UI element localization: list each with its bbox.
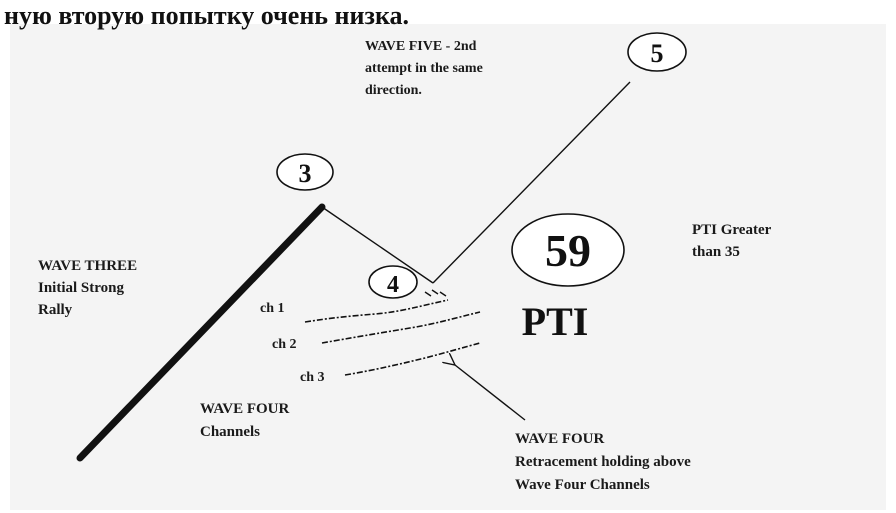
pti-note-line-2: than 35 — [692, 244, 740, 260]
pti-value-marker — [511, 213, 625, 287]
wave-four-retrace-note-line-1: WAVE FOUR — [515, 431, 604, 447]
wave-four-decline-line — [321, 206, 434, 284]
wave-five-note-line-3: direction. — [365, 83, 422, 98]
wave-3-marker — [276, 153, 334, 191]
wave-5-label: 5 — [651, 39, 664, 68]
channel-line-2 — [321, 311, 481, 344]
channel-line-1 — [304, 299, 449, 323]
wave-three-note-line-1: WAVE THREE — [38, 258, 137, 274]
pti-value: 59 — [545, 225, 591, 276]
top-caption: ную вторую попытку очень низка. — [4, 1, 409, 30]
channel-label-1: ch 1 — [260, 301, 285, 316]
wave-four-channels-note-line-2: Channels — [200, 424, 260, 440]
wave-4-marker — [368, 265, 418, 299]
pti-note-line-1: PTI Greater — [692, 222, 772, 238]
retracement-arrow — [455, 365, 526, 421]
wave-four-marks — [424, 289, 447, 297]
wave-three-note-line-2: Initial Strong — [38, 280, 124, 296]
channel-label-2: ch 2 — [272, 337, 297, 352]
wave-three-line — [76, 203, 326, 462]
channel-line-3 — [344, 342, 481, 376]
wave-five-note-line-1: WAVE FIVE - 2nd — [365, 39, 477, 54]
wave-4-label: 4 — [387, 272, 399, 298]
wave-three-note-line-3: Rally — [38, 302, 73, 318]
wave-four-channels-note-line-1: WAVE FOUR — [200, 401, 289, 417]
wave-five-line — [432, 81, 631, 284]
wave-four-retrace-note-line-3: Wave Four Channels — [515, 477, 650, 493]
wave-four-retrace-note-line-2: Retracement holding above — [515, 454, 691, 470]
wave-five-note-line-2: attempt in the same — [365, 61, 483, 76]
wave-3-label: 3 — [299, 159, 312, 188]
wave-5-marker — [627, 32, 687, 72]
pti-label: PTI — [522, 299, 589, 344]
channel-label-3: ch 3 — [300, 370, 325, 385]
